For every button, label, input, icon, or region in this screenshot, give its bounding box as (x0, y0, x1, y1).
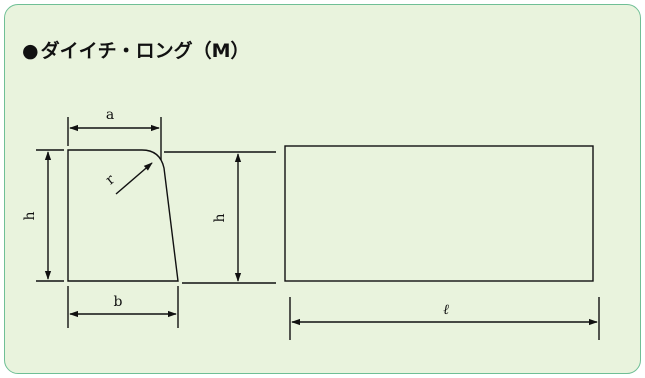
label-r: r (103, 171, 119, 188)
label-h-mid: h (212, 213, 228, 222)
figure-title: ●ダイイチ・ロング（M） (22, 36, 250, 63)
title-text: ダイイチ・ロング（M） (40, 40, 250, 62)
label-l: ℓ (443, 302, 449, 318)
label-b: b (114, 294, 123, 310)
cross-section-outline (67, 149, 179, 282)
side-view-outline (284, 145, 594, 282)
label-a: a (106, 107, 114, 123)
label-h-left: h (22, 211, 38, 220)
dim-r-leader (115, 162, 153, 195)
bullet-icon: ● (22, 40, 39, 62)
